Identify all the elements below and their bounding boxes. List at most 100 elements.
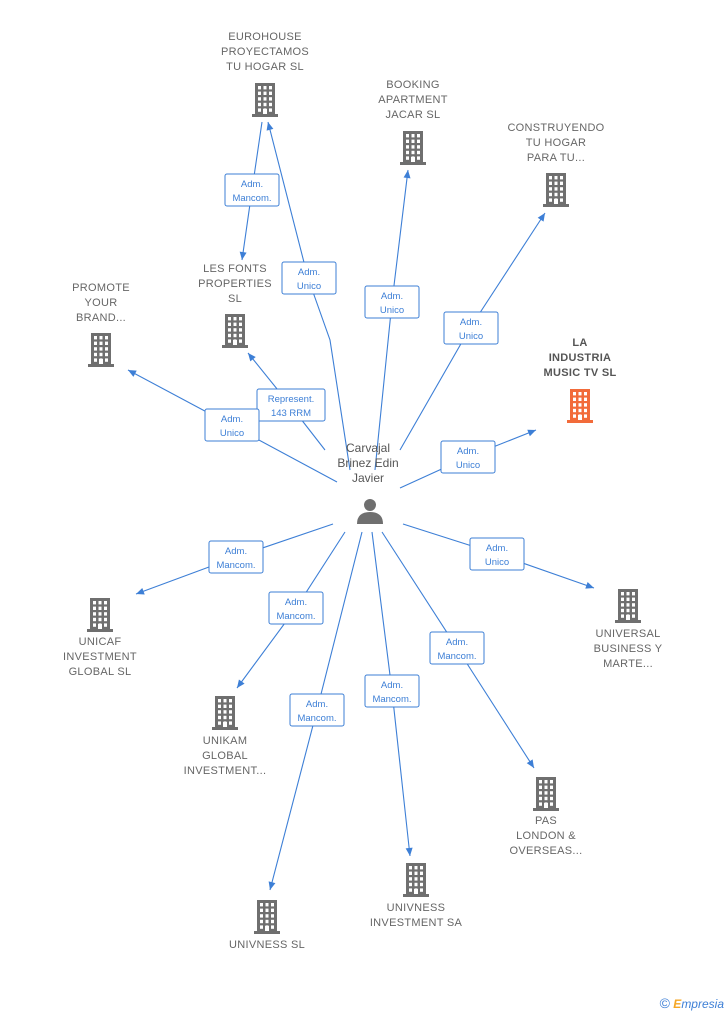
arrow-head — [403, 170, 411, 179]
role-text-line: Adm. — [381, 680, 403, 691]
role-text-line: Adm. — [381, 291, 403, 302]
company-name-line: UNIKAM — [203, 735, 248, 747]
company-name-line: GLOBAL SL — [69, 666, 132, 678]
company-name-line: PROMOTE — [72, 282, 130, 294]
building-icon — [222, 314, 248, 348]
role-text-line: Adm. — [221, 414, 243, 425]
role-text-line: Mancom. — [437, 651, 476, 662]
role-label-eurohouse-lesfonts[interactable]: Adm.Mancom. — [224, 173, 280, 207]
role-text-line: Adm. — [298, 267, 320, 278]
role-text-line: Adm. — [225, 546, 247, 557]
company-name-line: UNICAF — [79, 636, 122, 648]
building-icon — [400, 131, 426, 165]
company-name-line: TU HOGAR SL — [226, 61, 304, 73]
company-name-line: INVESTMENT — [63, 651, 137, 663]
arrow-head — [128, 370, 137, 377]
company-node-promote[interactable]: PROMOTE YOUR BRAND... — [72, 282, 130, 367]
empresia-logo-initial: E — [673, 997, 682, 1011]
company-name-line: PROPERTIES — [198, 278, 272, 290]
role-label-construyendo[interactable]: Adm.Unico — [443, 311, 499, 345]
company-name-line: APARTMENT — [378, 94, 448, 106]
company-name-line: JACAR SL — [386, 109, 441, 121]
role-label-laindustria[interactable]: Adm. Unico — [440, 440, 496, 474]
arrow-head — [527, 429, 536, 437]
role-text-line: Adm. — [285, 597, 307, 608]
building-icon — [543, 173, 569, 207]
role-label-universal[interactable]: Adm. Unico — [469, 537, 525, 571]
role-text-line: Unico — [220, 428, 244, 439]
role-label-univnesssl[interactable]: Adm. Mancom. — [289, 693, 345, 727]
role-text-line: Adm. — [306, 699, 328, 710]
role-text-line: Represent. — [268, 394, 314, 405]
building-icon — [403, 863, 429, 897]
company-name-line: LA — [572, 337, 587, 349]
company-name-line: EUROHOUSE — [228, 31, 302, 43]
role-text-line: 143 RRM — [271, 408, 311, 419]
company-node-pas[interactable]: PAS LONDON & OVERSEAS... — [510, 777, 583, 857]
role-label-booking[interactable]: Adm.Unico — [364, 285, 420, 319]
building-icon — [254, 900, 280, 934]
role-text-line: Unico — [456, 460, 480, 471]
empresia-logo-text: mpresia — [681, 997, 724, 1011]
edge-line — [374, 169, 409, 471]
company-name-line: MARTE... — [603, 658, 653, 670]
role-label-univnessinv[interactable]: Adm.Mancom. — [364, 674, 420, 708]
company-name-line: INVESTMENT SA — [370, 917, 463, 929]
company-name-line: UNIVNESS — [387, 902, 446, 914]
company-name-line: BRAND... — [76, 312, 126, 324]
company-node-unicaf[interactable]: UNICAF INVESTMENT GLOBAL SL — [63, 598, 137, 678]
arrow-head — [585, 582, 594, 589]
company-name-line: LONDON & — [516, 830, 576, 842]
role-text-line: Unico — [485, 557, 509, 568]
company-name-line: PAS — [535, 815, 557, 827]
edge-line — [267, 121, 351, 471]
company-name-line: TU HOGAR — [526, 137, 586, 149]
company-name-line: CONSTRUYENDO — [507, 122, 604, 134]
company-name-line: MUSIC TV SL — [544, 367, 617, 379]
role-text-line: Adm. — [446, 637, 468, 648]
role-label-unikam[interactable]: Adm. Mancom. — [268, 591, 324, 625]
role-text-line: Mancom. — [216, 560, 255, 571]
arrow-head — [136, 587, 145, 595]
role-text-line: Adm. — [460, 317, 482, 328]
company-name-line: YOUR — [85, 297, 118, 309]
empresia-brand[interactable]: © Empresia — [660, 995, 724, 1011]
role-labels-layer: Adm.Mancom.Adm.UnicoAdm.UnicoAdm.UnicoRe… — [204, 173, 525, 727]
role-text-line: Mancom. — [276, 611, 315, 622]
company-name-line: PROYECTAMOS — [221, 46, 309, 58]
company-node-unikam[interactable]: UNIKAMGLOBALINVESTMENT... — [184, 696, 267, 777]
person-name-line: Brinez Edin — [337, 456, 398, 470]
person-icon — [357, 499, 383, 524]
company-name-line: UNIVERSAL — [595, 628, 660, 640]
arrow-head — [237, 679, 245, 688]
person-name-line: Javier — [352, 471, 384, 485]
company-node-univnesssl[interactable]: UNIVNESS SL — [229, 900, 305, 951]
role-label-pas[interactable]: Adm. Mancom. — [429, 631, 485, 665]
building-icon — [87, 598, 113, 632]
copyright-symbol: © — [659, 995, 670, 1011]
building-icon — [615, 589, 641, 623]
arrow-head — [526, 759, 534, 768]
company-node-eurohouse[interactable]: EUROHOUSE PROYECTAMOS TU HOGAR SL — [221, 31, 309, 117]
arrow-head — [537, 213, 545, 222]
role-label-eurohouse[interactable]: Adm.Unico — [281, 261, 337, 295]
company-node-univnessinv[interactable]: UNIVNESS INVESTMENT SA — [370, 863, 463, 929]
role-label-promote[interactable]: Adm. Unico — [204, 408, 260, 442]
role-text-line: Mancom. — [297, 713, 336, 724]
role-text-line: Adm. — [486, 543, 508, 554]
role-label-unicaf[interactable]: Adm. Mancom. — [208, 540, 264, 574]
company-name-line: GLOBAL — [202, 750, 248, 762]
company-name-line: LES FONTS — [203, 263, 267, 275]
company-name-line: OVERSEAS... — [510, 845, 583, 857]
role-text-line: Adm. — [457, 446, 479, 457]
role-label-lesfonts[interactable]: Represent. 143 RRM — [256, 388, 326, 422]
arrow-head — [268, 881, 276, 890]
arrow-head — [248, 353, 256, 362]
